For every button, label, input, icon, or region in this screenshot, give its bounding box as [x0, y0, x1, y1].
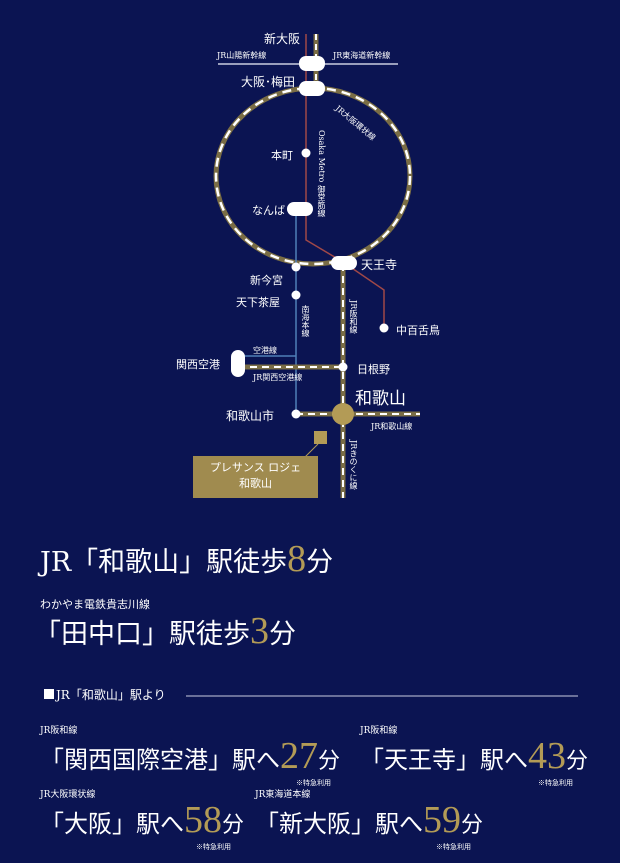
route-line: JR阪和線 [360, 726, 398, 736]
jr-wakayama-walk: JR「和歌山」駅徒歩8分 [40, 540, 333, 579]
walk-minutes: 8 [287, 538, 307, 580]
route-osaka: JR大阪環状線 「大阪」駅へ58分 [40, 789, 244, 841]
label-nankai: 南海本線 [301, 305, 310, 337]
station-shin-osaka [299, 56, 325, 71]
route-note: ※特急利用 [296, 779, 331, 787]
label-kinokuni: JRきのくに線 [349, 440, 358, 490]
route-minutes: 43 [528, 735, 566, 777]
route-unit: 分 [461, 813, 484, 838]
property-name-line1: プレサンス ロジェ [209, 461, 302, 474]
route-line: JR大阪環状線 [40, 790, 96, 800]
station-wakayama [332, 403, 354, 425]
label-nakamozu: 中百舌鳥 [396, 324, 440, 337]
section-square-icon [44, 689, 54, 699]
route-unit: 分 [222, 813, 245, 838]
property-marker [314, 431, 327, 444]
route-note: ※特急利用 [196, 843, 231, 851]
route-minutes: 58 [184, 799, 222, 841]
route-main: 「関西国際空港」駅へ27分 [40, 737, 340, 777]
label-tengachaya: 天下茶屋 [236, 296, 280, 309]
station-tennoji [331, 256, 357, 270]
station-shin-imamiya [291, 262, 301, 272]
label-wakayamashi: 和歌山市 [226, 409, 275, 423]
route-minutes: 59 [423, 799, 461, 841]
route-dest: 「大阪」駅へ [40, 810, 184, 838]
route-unit: 分 [566, 749, 589, 774]
station-hommachi [301, 148, 311, 158]
label-sanyo: JR山陽新幹線 [217, 51, 267, 60]
route-main: 「天王寺」駅へ43分 [360, 737, 588, 777]
label-hineno: 日根野 [357, 363, 390, 376]
label-wakayama: 和歌山 [355, 389, 406, 409]
walk-unit: 分 [306, 547, 334, 578]
route-note: ※特急利用 [436, 843, 471, 851]
dentetsu-line: わかやま電鉄貴志川線 [40, 598, 150, 611]
station-kansai-airport [231, 350, 245, 377]
label-jr-airport: JR関西空港線 [253, 373, 303, 382]
route-unit: 分 [318, 749, 341, 774]
section-title: JR「和歌山」駅より [56, 688, 166, 702]
route-shin-osaka: JR東海道本線 「新大阪」駅へ59分 [255, 789, 483, 841]
station-osaka-umeda [299, 81, 325, 96]
property-box [193, 456, 318, 498]
route-minutes: 27 [280, 735, 318, 777]
route-tennoji: JR阪和線 「天王寺」駅へ43分 [360, 725, 588, 777]
route-line: JR阪和線 [40, 726, 78, 736]
label-hommachi: 本町 [271, 149, 293, 162]
route-main: 「新大阪」駅へ59分 [255, 801, 483, 841]
label-shin-imamiya: 新今宮 [250, 274, 283, 287]
route-main: 「大阪」駅へ58分 [40, 801, 244, 841]
label-midosuji: Osaka Metro 御堂筋線 [317, 130, 326, 217]
walk-text: 「田中口」駅徒歩 [34, 619, 250, 650]
walk-unit: 分 [269, 619, 296, 650]
label-tokaido-shinkansen: JR東海道新幹線 [333, 51, 391, 60]
label-shin-osaka: 新大阪 [264, 32, 301, 46]
tanakaguchi-walk: 「田中口」駅徒歩3分 [34, 612, 296, 651]
route-kansai-airport: JR阪和線 「関西国際空港」駅へ27分 [40, 725, 340, 777]
route-dest: 「新大阪」駅へ [255, 810, 423, 838]
label-kansai-airport: 関西空港 [176, 358, 220, 371]
route-dest: 「関西国際空港」駅へ [40, 746, 280, 774]
station-wakayamashi [291, 409, 301, 419]
label-hanwa: JR阪和線 [349, 300, 358, 334]
route-line: JR東海道本線 [255, 790, 311, 800]
route-note: ※特急利用 [538, 779, 573, 787]
label-namba: なんば [252, 204, 285, 217]
label-wakayama-line: JR和歌山線 [371, 422, 413, 431]
label-osaka-umeda: 大阪･梅田 [241, 75, 296, 89]
property-name: プレサンス ロジェ 和歌山 [193, 460, 318, 492]
station-tengachaya [291, 290, 301, 300]
label-airport-line: 空港線 [253, 346, 277, 355]
station-nakamozu [379, 323, 389, 333]
walk-minutes: 3 [250, 610, 269, 652]
walk-text: JR「和歌山」駅徒歩 [40, 547, 288, 578]
route-dest: 「天王寺」駅へ [360, 746, 528, 774]
property-name-line2: 和歌山 [239, 477, 272, 490]
station-hineno [338, 362, 348, 372]
label-tennoji: 天王寺 [361, 258, 398, 272]
station-namba [287, 202, 313, 216]
